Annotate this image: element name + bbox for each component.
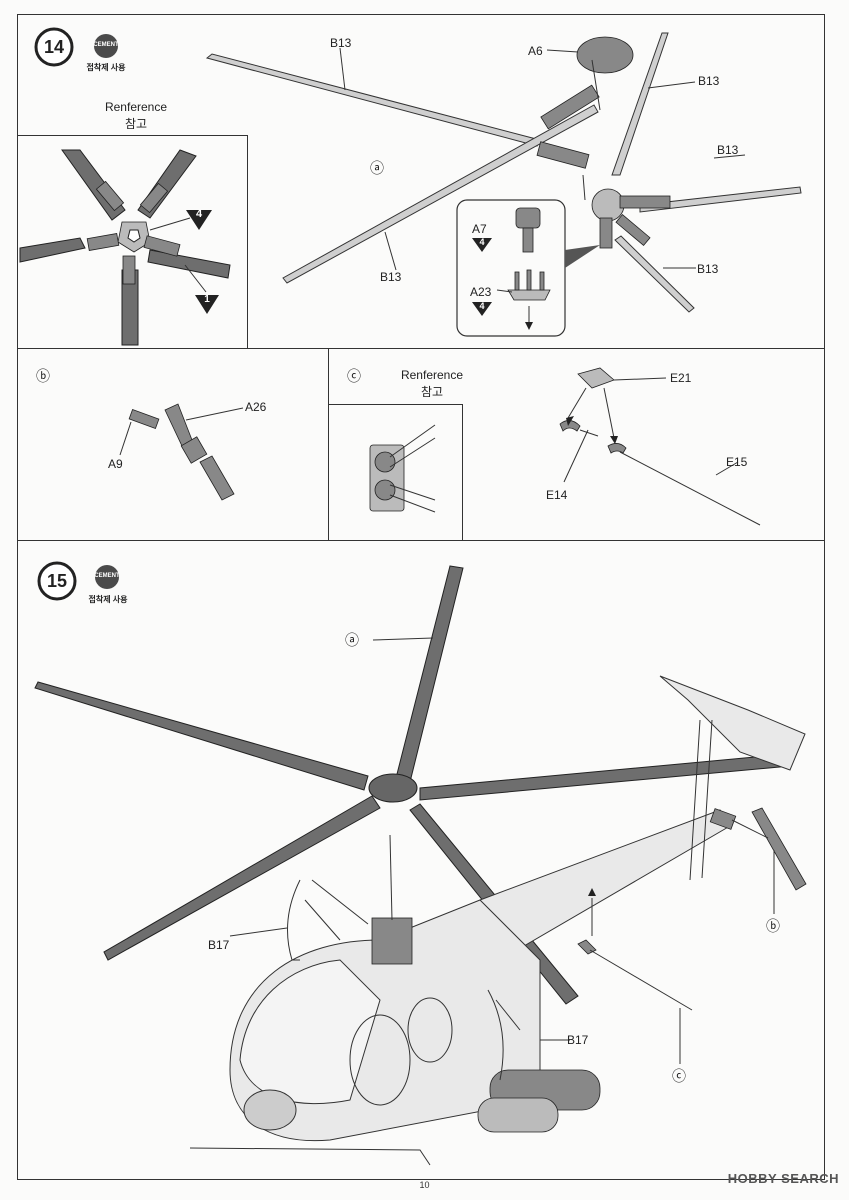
marker-4-a7: 4 <box>479 237 485 247</box>
reference-label-en: Renference <box>104 100 168 114</box>
part-b17-right <box>487 989 504 1081</box>
callout-a-step14: ⓐ <box>370 160 384 176</box>
marker-1-reference: 1 <box>204 294 210 305</box>
step-15-panel <box>17 540 825 1180</box>
rotor-hub-step14 <box>536 84 671 249</box>
callout-b-step15: ⓑ <box>766 918 780 934</box>
step-14-cement-icon <box>94 34 118 58</box>
label-a9: A9 <box>108 457 123 471</box>
label-e14: E14 <box>546 488 568 502</box>
detail-inset-a7-a23 <box>456 199 566 337</box>
label-b13-lower-right: B13 <box>697 262 719 276</box>
helicopter-tail <box>479 675 807 961</box>
part-a23-bracket <box>507 269 551 301</box>
part-e15-antenna <box>607 443 761 526</box>
callout-a-step15: ⓐ <box>345 632 359 648</box>
label-b17-left: B17 <box>208 938 230 952</box>
page-number: 10 <box>419 1180 430 1190</box>
part-e14-mount <box>559 420 599 437</box>
step-14-number-badge <box>34 27 74 67</box>
watermark-logo: HOBBY SEARCH <box>727 1171 839 1186</box>
label-b13-top: B13 <box>330 36 352 50</box>
marker-triangle <box>472 238 492 252</box>
step-14-cement-label: CEMENT <box>93 42 119 48</box>
label-b17-right: B17 <box>567 1033 589 1047</box>
reference-label-ko-c: 참고 <box>420 385 444 399</box>
part-a6-cap <box>576 36 634 74</box>
marker-triangle <box>195 295 219 314</box>
step-15-cement-label: CEMENT <box>94 573 120 579</box>
reference-skid-mount-detail <box>369 424 436 513</box>
label-a23: A23 <box>470 285 492 299</box>
blade-vertical <box>611 32 669 176</box>
label-a26: A26 <box>245 400 267 414</box>
step-14-number: 14 <box>43 37 65 57</box>
main-rotor-assembled <box>34 565 791 1005</box>
marker-triangle <box>186 210 212 230</box>
part-a7-shaft <box>515 207 541 253</box>
reference-rotor-hub-topview <box>19 149 231 346</box>
reference-label-en-c: Renference <box>400 368 464 382</box>
step-14-cement-caption: 접착제 사용 <box>86 63 126 72</box>
step-15-number: 15 <box>46 571 68 591</box>
step-15-cement-icon <box>95 565 119 589</box>
blade-upper-long <box>205 53 541 147</box>
callout-b-label: ⓑ <box>36 368 50 384</box>
callout-c-label: ⓒ <box>347 368 361 384</box>
label-a7: A7 <box>472 222 487 236</box>
label-a6: A6 <box>528 44 543 58</box>
blade-diagonal-long <box>282 104 599 284</box>
label-b13-upper-right: B13 <box>698 74 720 88</box>
part-b17-left <box>287 879 301 961</box>
step-15-number-badge <box>37 561 77 601</box>
label-e15: E15 <box>726 455 748 469</box>
label-b13-right: B13 <box>717 143 739 157</box>
step-15-cement-caption: 접착제 사용 <box>88 595 128 604</box>
helicopter-fuselage <box>189 899 601 1166</box>
marker-triangle <box>472 302 492 316</box>
callout-c-step15: ⓒ <box>672 1068 686 1084</box>
marker-4-reference: 4 <box>195 208 203 220</box>
tail-rotor-b-assembly <box>128 403 235 501</box>
part-e21-step <box>577 367 615 389</box>
reference-label-ko: 참고 <box>124 117 148 131</box>
marker-4-a23: 4 <box>479 301 485 311</box>
label-e21: E21 <box>670 371 692 385</box>
label-b13-lower-left: B13 <box>380 270 402 284</box>
blade-lower-right <box>614 235 695 313</box>
